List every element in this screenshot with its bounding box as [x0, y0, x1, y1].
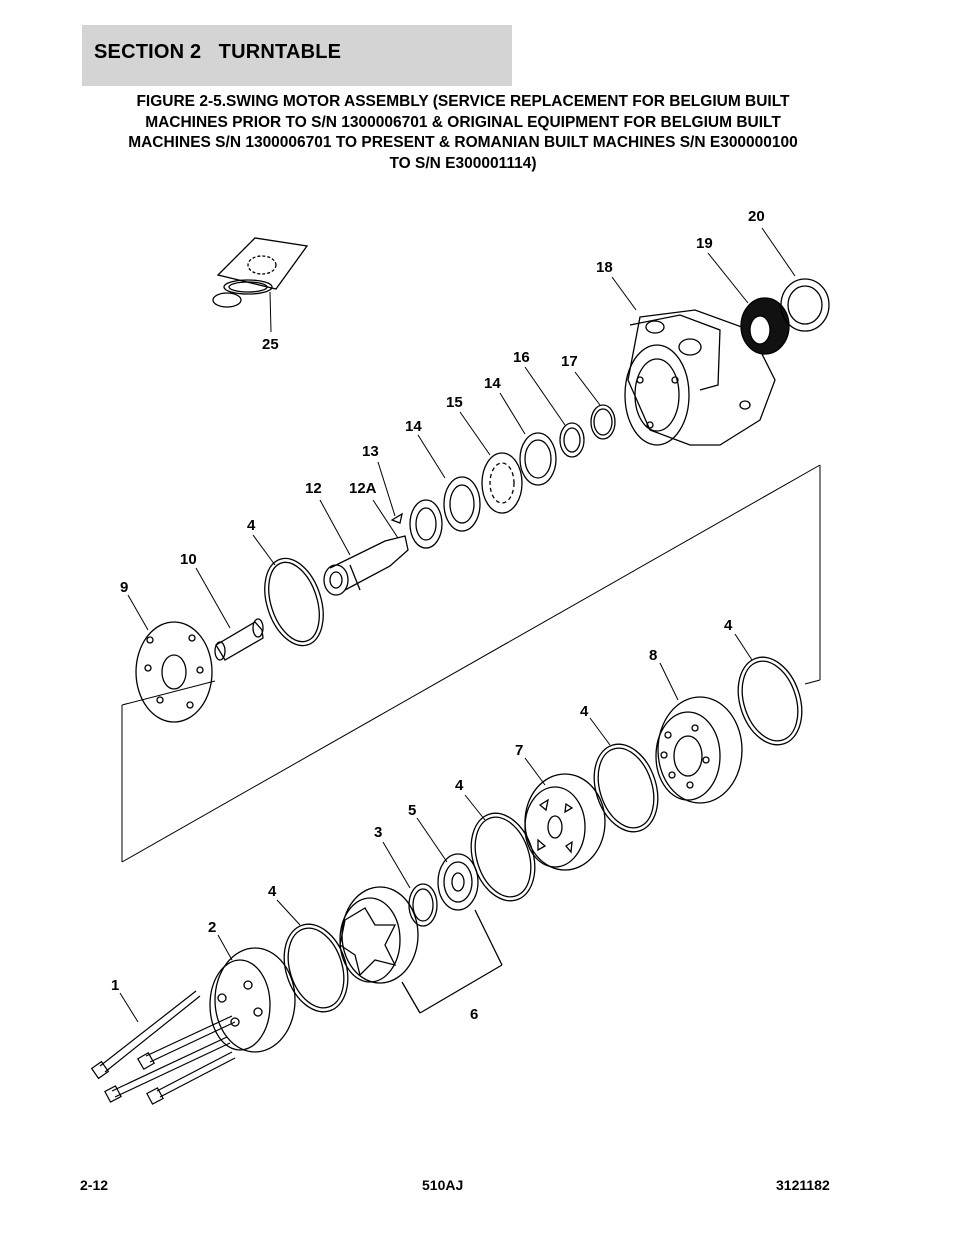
dust-seal [740, 297, 790, 355]
callout-5: 5 [408, 802, 416, 819]
callout-14: 14 [484, 375, 501, 392]
callout-4: 4 [580, 703, 589, 720]
output-shaft [323, 512, 409, 596]
cap-screws [90, 990, 236, 1105]
callout-4: 4 [455, 777, 464, 794]
drive-link [214, 618, 264, 661]
end-plate-9 [135, 621, 213, 723]
section-header: SECTION 2 TURNTABLE [82, 25, 512, 86]
callout-12: 12 [305, 480, 322, 497]
motor-housing [624, 309, 776, 446]
callout-8: 8 [649, 647, 657, 664]
section-name: TURNTABLE [218, 41, 342, 63]
callout-12a: 12A [349, 480, 377, 497]
callout-9: 9 [120, 579, 128, 596]
gerotor-housing [339, 886, 503, 1014]
callout-labels: 1 2 3 4 5 6 4 7 4 8 4 9 10 4 12 12A 13 1… [111, 208, 765, 1023]
callout-2: 2 [208, 919, 216, 936]
callout-10: 10 [180, 551, 197, 568]
callout-3: 3 [374, 824, 382, 841]
callout-25: 25 [262, 336, 279, 353]
callout-4: 4 [268, 883, 277, 900]
shaft-seals [559, 404, 616, 458]
valve-plate-8 [655, 696, 743, 804]
figure-title-line: FIGURE 2-5.SWING MOTOR ASSEMBLY (SERVICE… [136, 93, 790, 110]
callout-1: 1 [111, 977, 119, 994]
o-ring-bottom [283, 923, 349, 1013]
assembly-bracket-lines [121, 464, 821, 863]
footer-model: 510AJ [422, 1177, 464, 1193]
callout-14: 14 [405, 418, 422, 435]
thrust-washers-bearing [409, 432, 557, 549]
o-ring-right [737, 656, 803, 746]
figure-title: FIGURE 2-5.SWING MOTOR ASSEMBLY (SERVICE… [82, 92, 844, 174]
spacer-plate-7 [524, 773, 606, 871]
callout-18: 18 [596, 259, 613, 276]
o-ring-mid [593, 743, 659, 833]
callout-4: 4 [724, 617, 733, 634]
gerotor-5 [437, 853, 479, 911]
o-ring-lower [470, 812, 536, 902]
figure-title-line: MACHINES S/N 1300006701 TO PRESENT & ROM… [128, 134, 798, 151]
figure-title-line: TO S/N E300001114) [389, 154, 537, 172]
o-ring-upper [264, 557, 324, 647]
callout-16: 16 [513, 349, 530, 366]
leader-lines [119, 227, 796, 1023]
footer-page-number: 2-12 [80, 1177, 109, 1193]
callout-15: 15 [446, 394, 463, 411]
callout-6: 6 [470, 1006, 478, 1023]
footer-doc-number: 3121182 [776, 1177, 830, 1193]
callout-13: 13 [362, 443, 379, 460]
seal-kit-bag [212, 237, 309, 308]
callout-7: 7 [515, 742, 523, 759]
end-cap-2 [209, 947, 296, 1053]
callout-20: 20 [748, 208, 765, 225]
callout-17: 17 [561, 353, 578, 370]
spacer-ring-3 [408, 883, 438, 927]
figure-title-line: MACHINES PRIOR TO S/N 1300006701 & ORIGI… [145, 113, 781, 131]
retaining-ring-20 [780, 278, 830, 332]
callout-4: 4 [247, 517, 256, 534]
section-number: SECTION 2 [94, 41, 202, 63]
callout-19: 19 [696, 235, 713, 252]
